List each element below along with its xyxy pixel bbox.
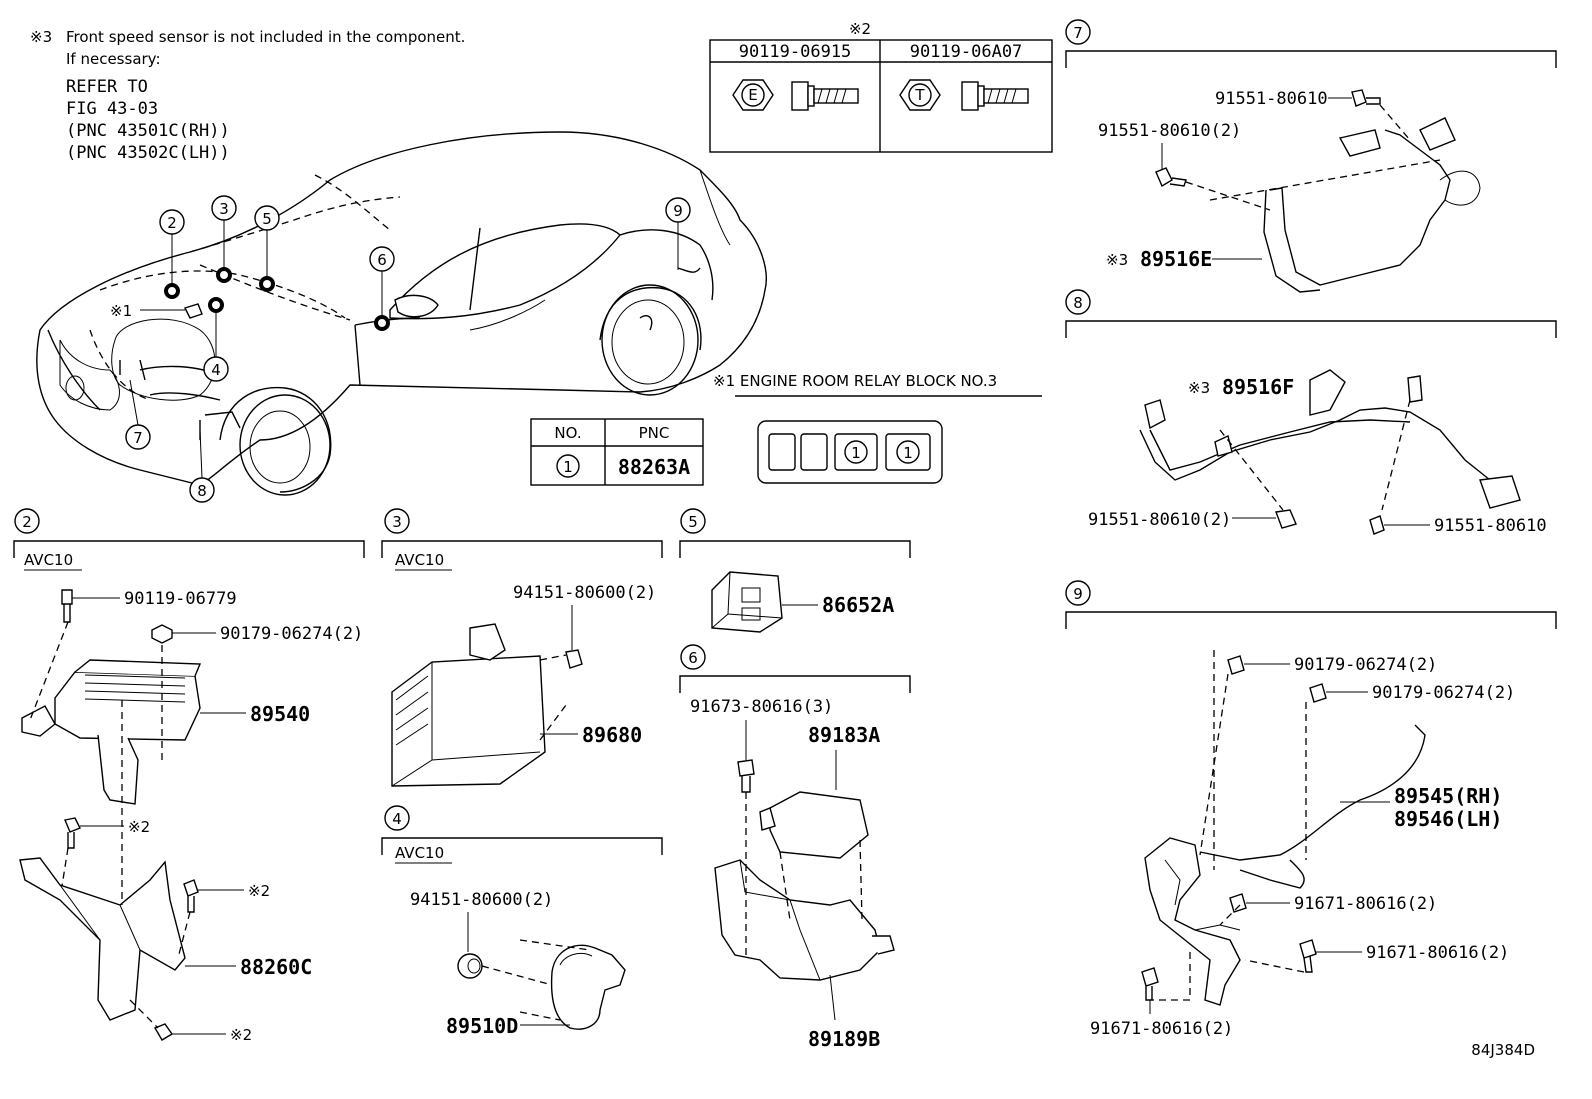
bolt-t-icon: T [899,79,1029,111]
section-3: 3 AVC10 94151-80600(2) 89680 [381,508,663,787]
svg-text:4: 4 [211,361,221,379]
svg-text:4: 4 [392,810,402,828]
s8-mark: ※3 [1188,379,1210,397]
bolt-table-symbol: ※2 [849,20,871,38]
svg-text:7: 7 [1073,24,1083,42]
svg-text:3: 3 [392,513,402,531]
relay-block-title: ※1 ENGINE ROOM RELAY BLOCK NO.3 [713,372,997,390]
pnc-header-pnc: PNC [639,424,670,442]
svg-text:9: 9 [1073,585,1083,603]
section2-tag: AVC10 [24,551,73,569]
refer-to-text: REFER TO [66,77,148,97]
bolt-table: ※2 90119-06915 90119-06A07 E T [709,20,1053,153]
bolt-col2-label: 90119-06A07 [910,42,1023,62]
s6-part-1: 91673-80616(3) [690,697,833,717]
pnc-lh-text: (PNC 43502C(LH)) [66,143,230,163]
callout-1: ※1 [110,302,132,320]
pnc-table: NO. PNC 1 88263A [530,418,704,486]
callout-5: 5 [254,205,280,231]
figure-code: 84J384D [1471,1041,1535,1059]
s7-part-1: 91551-80610 [1215,89,1328,109]
callout-6: 6 [369,246,395,272]
callout-4: 4 [203,356,229,382]
relay-slot-4: 1 [903,444,913,462]
s3-part-2: 89680 [582,723,642,747]
s8-part-1: 89516F [1222,375,1294,399]
pnc-row-no: 1 [563,458,573,476]
relay-block: ※1 ENGINE ROOM RELAY BLOCK NO.3 1 1 [713,372,1042,484]
s2-part-3: 89540 [250,702,310,726]
svg-text:6: 6 [377,251,387,269]
vehicle-illustration: 2 3 5 4 6 7 8 9 ※1 [36,131,767,503]
callout-3: 3 [211,195,237,221]
callout-9: 9 [665,197,691,223]
s7-part-3: 89516E [1140,247,1212,271]
svg-text:7: 7 [133,429,143,447]
section-9: 9 90179-06274(2) 90179-06274(2) 89545(RH… [1065,580,1557,1039]
pnc-rh-text: (PNC 43501C(RH)) [66,121,230,141]
s4-part-2: 89510D [446,1014,518,1038]
s5-part-1: 86652A [822,593,894,617]
svg-text:E: E [748,86,757,104]
bolt-col1-label: 90119-06915 [739,42,852,62]
s2-part-2: 90179-06274(2) [220,624,363,644]
note-block: ※3 Front speed sensor is not included in… [30,28,465,163]
s6-part-3: 89189B [808,1027,880,1051]
svg-text:2: 2 [22,513,32,531]
s9-part-7: 91671-80616(2) [1090,1019,1233,1039]
section-7: 7 91551-80610 91551-80610(2) ※3 89516E [1065,19,1557,293]
section-8: 8 ※3 89516F 91551-80610(2) 91551-80610 [1065,289,1557,536]
note3-text: Front speed sensor is not included in th… [66,28,465,46]
section-6: 6 91673-80616(3) 89183A 89189B [679,644,911,1051]
section-5: 5 86652A [679,508,911,633]
s9-part-3: 89545(RH) [1394,784,1502,808]
callout-8: 8 [189,477,215,503]
s2-part-1: 90119-06779 [124,589,237,609]
s2-symbol-3: ※2 [230,1026,252,1044]
svg-text:9: 9 [673,202,683,220]
s2-symbol-1: ※2 [128,818,150,836]
s2-symbol-2: ※2 [248,882,270,900]
svg-text:8: 8 [1073,294,1083,312]
s4-part-1: 94151-80600(2) [410,890,553,910]
s8-part-3: 91551-80610 [1434,516,1547,536]
svg-text:5: 5 [688,513,698,531]
s9-part-4: 89546(LH) [1394,807,1502,831]
svg-text:6: 6 [688,649,698,667]
section-4: 4 AVC10 94151-80600(2) 89510D [381,805,663,1038]
relay-slot-3: 1 [851,444,861,462]
s9-part-5: 91671-80616(2) [1294,894,1437,914]
s7-part-2: 91551-80610(2) [1098,121,1241,141]
s9-part-1: 90179-06274(2) [1294,655,1437,675]
pnc-header-no: NO. [554,424,581,442]
if-necessary-text: If necessary: [66,50,161,68]
section4-tag: AVC10 [395,844,444,862]
s8-part-2: 91551-80610(2) [1088,510,1231,530]
bolt-e-icon: E [732,79,859,111]
svg-text:2: 2 [167,214,177,232]
s9-part-6: 91671-80616(2) [1366,943,1509,963]
s7-mark: ※3 [1106,251,1128,269]
s6-part-2: 89183A [808,723,880,747]
note3-symbol: ※3 [30,28,52,46]
svg-text:T: T [914,86,925,104]
s3-part-1: 94151-80600(2) [513,583,656,603]
s9-part-2: 90179-06274(2) [1372,683,1515,703]
pnc-row-pnc: 88263A [618,455,690,479]
callout-7: 7 [125,424,151,450]
svg-text:5: 5 [262,210,272,228]
section-2: 2 AVC10 90119-06779 90179-06274(2) 89540… [13,508,365,1044]
fig-ref-text: FIG 43-03 [66,99,158,119]
svg-text:3: 3 [219,200,229,218]
bolt-table-frame [709,39,1053,153]
svg-text:8: 8 [197,482,207,500]
s2-part-4: 88260C [240,955,312,979]
callout-2: 2 [159,209,185,235]
section3-tag: AVC10 [395,551,444,569]
